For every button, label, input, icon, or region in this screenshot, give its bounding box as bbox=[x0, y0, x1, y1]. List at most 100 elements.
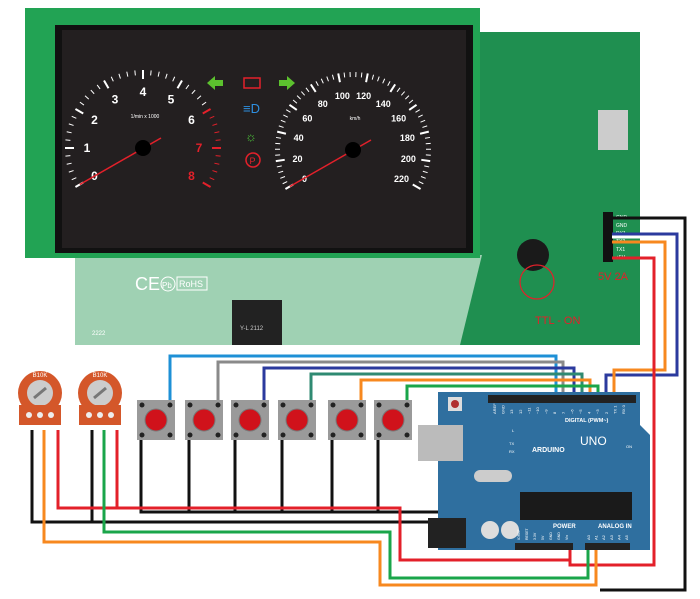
gauge-tick-label: 0 bbox=[302, 174, 307, 184]
buzzer bbox=[517, 239, 549, 271]
arduino-uno: ARDUINO UNO DIGITAL (PWM~) POWER ANALOG … bbox=[418, 392, 650, 550]
gauge-tick-label: 8 bbox=[188, 169, 195, 183]
pot-label: B10K bbox=[33, 373, 48, 379]
dashboard-area bbox=[62, 30, 466, 248]
gauge-tick-label: 100 bbox=[335, 91, 350, 101]
pb-mark: Pb bbox=[162, 281, 172, 290]
gauge-tick-label: 4 bbox=[140, 85, 147, 99]
digital-pin-label: ~10 bbox=[535, 406, 540, 414]
pot-knob[interactable] bbox=[93, 386, 107, 400]
rohs-mark bbox=[176, 276, 208, 291]
digital-pin-label: 12 bbox=[518, 409, 523, 414]
wire-button-gnd bbox=[376, 440, 440, 514]
digital-header bbox=[488, 395, 636, 403]
analog-pin-label: A3 bbox=[609, 534, 614, 540]
digital-pin-label: GND bbox=[501, 405, 506, 414]
gauge-tick-label: 200 bbox=[401, 154, 416, 164]
pb-free-mark bbox=[160, 276, 176, 292]
connector-pin-label: TX1 bbox=[616, 247, 625, 253]
wire-tx-display bbox=[612, 240, 667, 395]
connector-pin-label: GND bbox=[616, 223, 628, 229]
arduino-brand: ARDUINO bbox=[532, 447, 565, 454]
gauge-tick-label: 60 bbox=[302, 114, 312, 124]
capacitor bbox=[481, 521, 499, 539]
digital-pin-label: 8 bbox=[552, 411, 557, 414]
digital-pin-label: ~6 bbox=[569, 409, 574, 414]
analog-header bbox=[585, 543, 630, 550]
wire-white-display bbox=[612, 235, 672, 370]
analog-header-label: ANALOG IN bbox=[598, 524, 632, 530]
uart-connector bbox=[603, 212, 613, 262]
digital-pin-label: 2 bbox=[604, 411, 609, 414]
atmega-chip bbox=[520, 492, 632, 520]
digital-pin-label: ~11 bbox=[526, 407, 531, 414]
usb-port bbox=[418, 425, 463, 461]
potentiometer[interactable]: B10K bbox=[78, 371, 122, 425]
gauge-hub bbox=[135, 140, 151, 156]
power-note: 5V 2A bbox=[598, 271, 629, 283]
digital-pin-label: ~9 bbox=[544, 409, 549, 414]
digital-pin-label: ~3 bbox=[595, 409, 600, 414]
push-button[interactable] bbox=[278, 400, 316, 440]
light-icon: ☼ bbox=[245, 129, 257, 144]
power-pin-label: Vin bbox=[565, 535, 569, 540]
power-pin-label: 5V bbox=[541, 535, 545, 540]
arduino-model: UNO bbox=[580, 434, 607, 448]
push-button[interactable] bbox=[374, 400, 412, 440]
digital-pin-label: 13 bbox=[509, 409, 514, 414]
power-pin-label: IOREF bbox=[517, 529, 521, 540]
pot-knob[interactable] bbox=[33, 386, 47, 400]
gauge-unit: km/h bbox=[350, 116, 361, 122]
wire-button-6 bbox=[405, 384, 600, 400]
led-tx: TX bbox=[509, 441, 514, 446]
push-button[interactable] bbox=[137, 400, 175, 440]
wire-gnd-display bbox=[600, 216, 687, 592]
gauge-unit: 1/min x 1000 bbox=[131, 114, 160, 120]
power-pin-label: RESET bbox=[525, 527, 529, 540]
digital-header-label: DIGITAL (PWM~) bbox=[565, 418, 609, 424]
potentiometer[interactable]: B10K bbox=[18, 371, 62, 425]
push-button[interactable] bbox=[185, 400, 223, 440]
analog-pin-label: A2 bbox=[601, 534, 606, 540]
gauge-tick-label: 3 bbox=[112, 93, 119, 107]
gauge-tick-label: 2 bbox=[91, 113, 98, 127]
power-pin-label: GND bbox=[557, 532, 561, 540]
fpc-code: Y-L 2112 bbox=[240, 326, 264, 332]
digital-pin-label: 4 bbox=[587, 411, 592, 414]
gauge-tick-label: 160 bbox=[391, 114, 406, 124]
gauge-tick-label: 1 bbox=[84, 141, 91, 155]
rpm-gauge: 0123456781/min x 1000 bbox=[65, 70, 221, 188]
power-pin-label: 3.3V bbox=[533, 532, 537, 540]
ttl-circle bbox=[519, 264, 555, 300]
digital-pin-label: 7 bbox=[561, 411, 566, 414]
capacitor bbox=[501, 521, 519, 539]
gauge-tick-label: 40 bbox=[294, 133, 304, 143]
push-button[interactable] bbox=[231, 400, 269, 440]
analog-pin-label: A0 bbox=[586, 534, 591, 540]
gauge-tick-label: 6 bbox=[188, 113, 195, 127]
led-rx: RX bbox=[509, 449, 515, 454]
gauge-tick-label: 5 bbox=[168, 93, 175, 107]
gauge-tick-label: 7 bbox=[196, 141, 203, 155]
indicator-panel: ≡D☼P bbox=[207, 76, 295, 168]
wire-rx-display bbox=[604, 232, 679, 395]
wire-5v-pot1 bbox=[56, 430, 570, 562]
wire-button-gnd bbox=[139, 440, 440, 514]
headlight-icon: ≡D bbox=[243, 101, 260, 116]
gauge-tick-label: 120 bbox=[356, 91, 371, 101]
gauge-tick-label: 180 bbox=[400, 133, 415, 143]
push-button[interactable] bbox=[328, 400, 366, 440]
power-pin-label: GND bbox=[549, 532, 553, 540]
parking-brake-icon bbox=[245, 152, 261, 168]
digital-pin-label: RX 0 bbox=[621, 404, 626, 414]
analog-pin-label: A5 bbox=[624, 534, 629, 540]
pot-label: B10K bbox=[93, 373, 108, 379]
led-on: ON bbox=[626, 444, 632, 449]
wire-wiper-pot2 bbox=[102, 430, 590, 580]
ce-mark: CE bbox=[135, 274, 160, 294]
wire-wiper-pot1 bbox=[42, 430, 598, 587]
wire-button-gnd bbox=[187, 440, 440, 514]
ttl-note: TTL - ON bbox=[535, 315, 580, 327]
arrow-right-icon bbox=[279, 76, 295, 90]
